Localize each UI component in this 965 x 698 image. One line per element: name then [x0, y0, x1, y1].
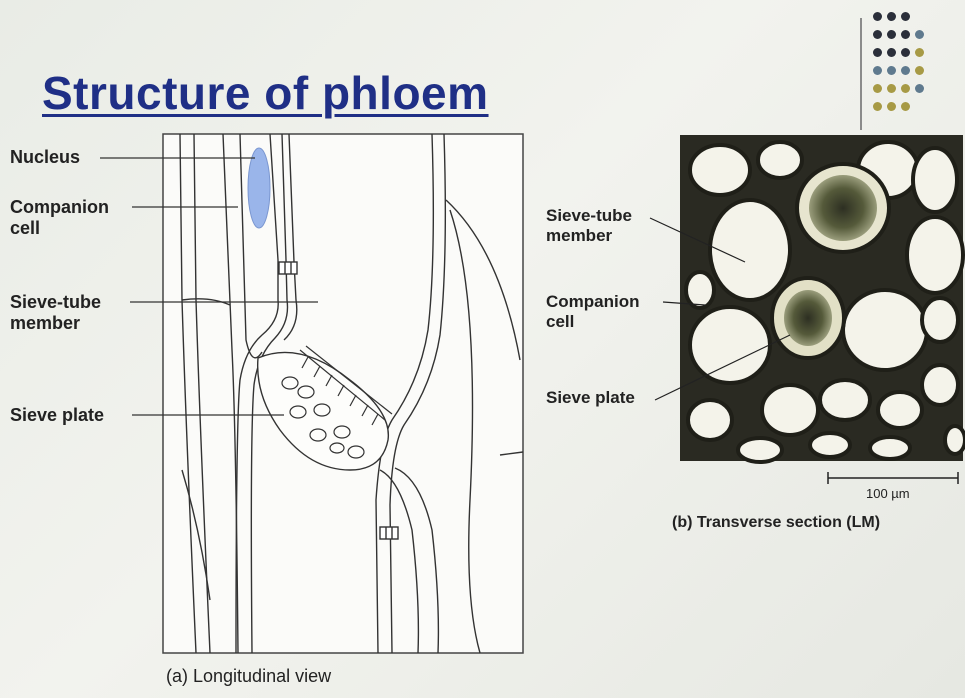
- label-transverse-sieve-tube-member: Sieve-tube member: [546, 206, 632, 246]
- label-transverse-companion-cell: Companion cell: [546, 292, 640, 332]
- caption-transverse-section: (b) Transverse section (LM): [672, 514, 880, 532]
- label-sieve-tube-member: Sieve-tube member: [10, 292, 101, 334]
- label-companion-cell-line1: Companion: [10, 197, 109, 218]
- label-transverse-sieve-plate: Sieve plate: [546, 388, 635, 408]
- label-transverse-companion-cell-line1: Companion: [546, 292, 640, 312]
- caption-longitudinal-view: (a) Longitudinal view: [166, 666, 331, 687]
- scale-bar-label: 100 µm: [866, 486, 910, 501]
- label-sieve-tube-member-line2: member: [10, 313, 101, 334]
- scale-bar: [828, 472, 958, 484]
- label-transverse-sieve-tube-member-line1: Sieve-tube: [546, 206, 632, 226]
- label-companion-cell-line2: cell: [10, 218, 109, 239]
- label-sieve-tube-member-line1: Sieve-tube: [10, 292, 101, 313]
- label-transverse-sieve-tube-member-line2: member: [546, 226, 632, 246]
- label-sieve-plate: Sieve plate: [10, 405, 104, 426]
- label-companion-cell: Companion cell: [10, 197, 109, 239]
- label-transverse-companion-cell-line2: cell: [546, 312, 640, 332]
- nucleus-shape: [248, 148, 270, 228]
- longitudinal-view-drawing: [163, 134, 523, 653]
- label-nucleus: Nucleus: [10, 147, 80, 168]
- transverse-micrograph: [680, 135, 965, 462]
